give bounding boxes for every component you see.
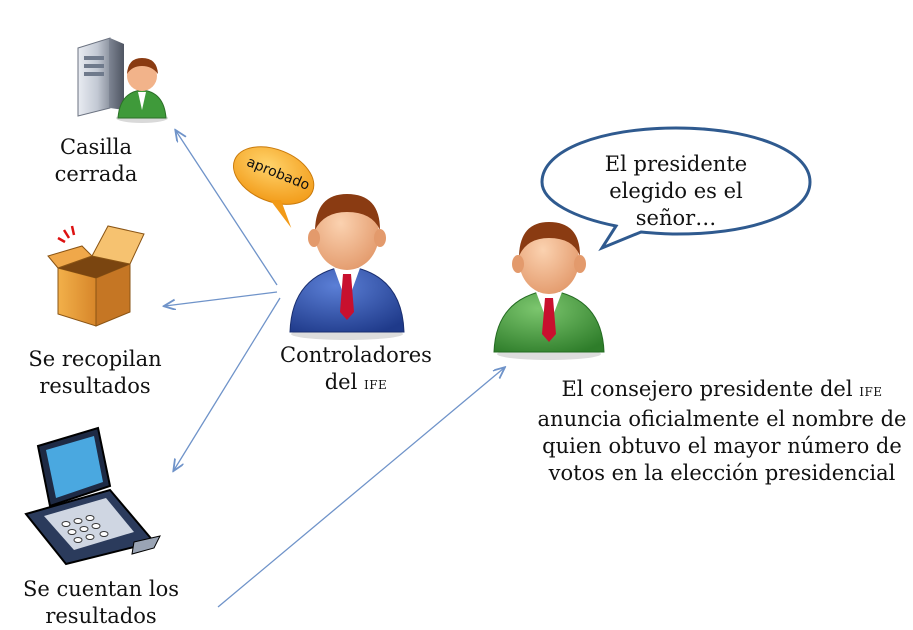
- speech-bubble-presidente: [540, 126, 812, 252]
- casilla-line1: Casilla: [59, 135, 133, 159]
- arrow-to-president: [217, 368, 504, 608]
- open-box-icon: [47, 225, 145, 327]
- consejero-line1: El consejero presidente del IFE: [561, 377, 883, 401]
- recopilan-label: Se recopilan resultados: [12, 346, 178, 400]
- speech-presidente-line1: El presidente: [604, 152, 748, 176]
- arrow-to-casilla: [176, 131, 278, 286]
- cuentan-line1: Se cuentan los: [22, 577, 180, 601]
- casilla-line2: cerrada: [54, 162, 138, 186]
- server-user-icon: [77, 37, 168, 123]
- speech-presidente-line2: elegido es el señor…: [609, 179, 743, 230]
- arrow-to-cuentan: [174, 297, 281, 470]
- consejero-line2: anuncia oficialmente el nombre de: [537, 407, 907, 431]
- casilla-cerrada-label: Casilla cerrada: [32, 134, 160, 188]
- recopilan-line1: Se recopilan: [28, 347, 162, 371]
- computer-terminal-icon: [24, 426, 161, 566]
- arrow-to-recopilan: [165, 291, 278, 306]
- controladores-line1: Controladores: [280, 343, 432, 367]
- consejero-label: El consejero presidente del IFE anuncia …: [536, 376, 908, 487]
- consejero-line4: votos en la elección presidencial: [548, 461, 896, 485]
- speech-bubble-aprobado: [233, 146, 315, 228]
- cuentan-label: Se cuentan los resultados: [6, 576, 196, 630]
- recopilan-line2: resultados: [39, 374, 151, 398]
- controladores-line2: del IFE: [324, 370, 388, 394]
- man-blue-suit-icon: [289, 194, 405, 340]
- man-green-suit-icon: [493, 222, 605, 360]
- cuentan-line2: resultados: [45, 604, 157, 628]
- consejero-line3: quien obtuvo el mayor número de: [542, 434, 902, 458]
- controladores-label: Controladores del IFE: [276, 342, 436, 399]
